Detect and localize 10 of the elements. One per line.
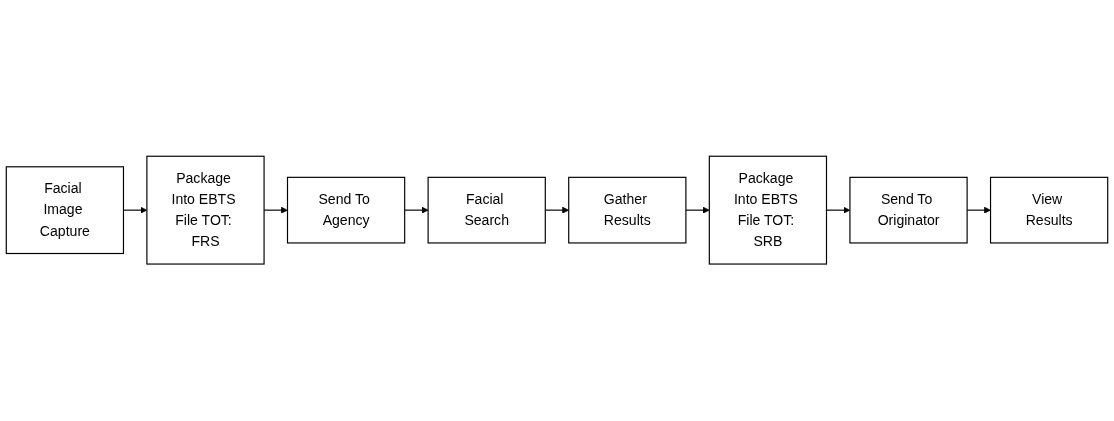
arrow bbox=[685, 207, 710, 214]
node-box: Send To Agency bbox=[286, 177, 406, 244]
arrow bbox=[404, 207, 429, 214]
node-box: Facial Image Capture bbox=[5, 166, 125, 255]
node-box: Send To Originator bbox=[849, 177, 968, 244]
node-box: Package Into EBTS File TOT: FRS bbox=[146, 156, 265, 265]
node-box: View Results bbox=[989, 177, 1109, 244]
node-box: Facial Search bbox=[427, 177, 546, 244]
node-box: Gather Results bbox=[568, 177, 687, 244]
node-box: Package Into EBTS File TOT: SRB bbox=[708, 156, 828, 265]
